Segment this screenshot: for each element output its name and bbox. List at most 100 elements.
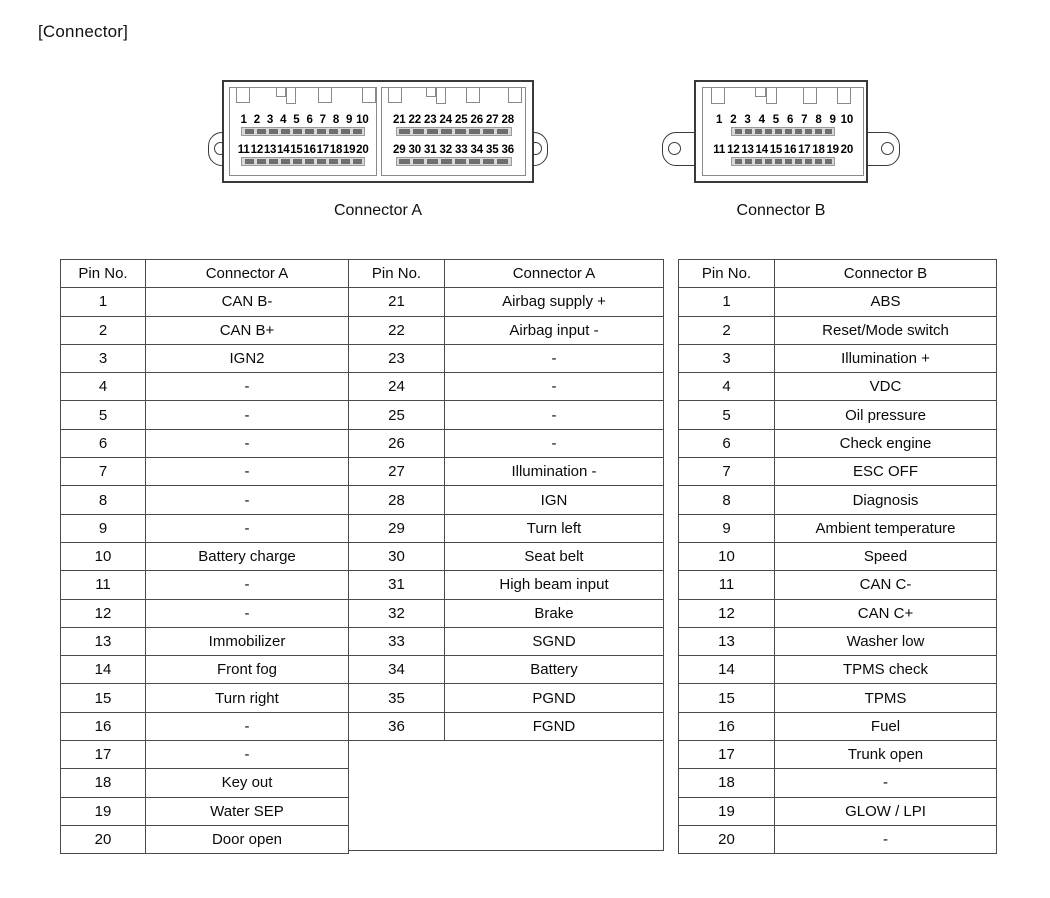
- pin-number: 19: [826, 144, 839, 156]
- cell-pin-no: 25: [348, 400, 445, 430]
- table-row: 17-: [60, 740, 349, 770]
- table-row: 5-: [60, 400, 349, 430]
- table-row: 8-: [60, 485, 349, 515]
- empty-cell: [348, 740, 664, 852]
- cell-signal-name: ABS: [774, 287, 997, 317]
- connector-a-caption: Connector A: [333, 202, 423, 219]
- pin-contact: [814, 129, 822, 134]
- page-title: [Connector]: [38, 22, 129, 41]
- cell-pin-no: 19: [678, 796, 775, 826]
- pin-contact: [268, 129, 278, 134]
- pin-contact: [399, 159, 410, 164]
- pin-contact: [794, 129, 802, 134]
- cell-pin-no: 22: [348, 315, 445, 345]
- cell-pin-no: 6: [678, 428, 775, 459]
- pin-contact-strip: [395, 157, 512, 166]
- pin-number: 34: [470, 144, 484, 156]
- cell-pin-no: 12: [60, 598, 146, 628]
- table-row: 6-: [60, 428, 349, 459]
- cell-signal-name: -: [145, 570, 349, 600]
- pin-number: 3: [266, 114, 274, 126]
- cell-signal-name: Diagnosis: [774, 485, 997, 515]
- pin-number: 14: [277, 144, 290, 156]
- cell-signal-name: -: [145, 485, 349, 515]
- pin-contact: [256, 159, 266, 164]
- pin-contact: [292, 159, 302, 164]
- connector-b-notches: [703, 88, 863, 110]
- cell-signal-name: Brake: [444, 598, 664, 628]
- cell-signal-name: Immobilizer: [145, 626, 349, 657]
- cell-pin-no: 5: [678, 400, 775, 430]
- pin-number: 10: [356, 114, 369, 126]
- cell-signal-name: Battery: [444, 655, 664, 685]
- pin-number: 2: [730, 114, 737, 126]
- pin-contact: [441, 159, 452, 164]
- cell-signal-name: Washer low: [774, 626, 997, 657]
- cell-signal-name: Front fog: [145, 655, 349, 685]
- cell-signal-name: FGND: [444, 711, 664, 742]
- cell-signal-name: Water SEP: [145, 796, 349, 826]
- cell-pin-no: 21: [348, 287, 445, 317]
- pin-contact: [304, 129, 314, 134]
- pin-number: 16: [783, 144, 797, 156]
- cell-pin-no: 4: [678, 372, 775, 402]
- cell-signal-name: Door open: [145, 824, 349, 855]
- cell-signal-name: -: [444, 343, 664, 374]
- pin-contact: [804, 159, 812, 164]
- cell-pin-no: 31: [348, 570, 445, 600]
- cell-pin-no: 16: [60, 711, 146, 742]
- pin-number: 32: [439, 144, 453, 156]
- pin-number: 4: [280, 114, 287, 126]
- cell-signal-name: -: [444, 428, 664, 459]
- cell-pin-no: 20: [60, 824, 146, 855]
- cell-signal-name: -: [444, 372, 664, 402]
- cell-signal-name: SGND: [444, 626, 664, 657]
- table-row: 26-: [348, 428, 664, 459]
- pin-contact-strip: [241, 127, 365, 136]
- pin-contact: [483, 159, 494, 164]
- cell-pin-no: 16: [678, 711, 775, 742]
- column-header-pin-no: Pin No.: [348, 258, 445, 289]
- pin-number: 22: [408, 114, 422, 126]
- pin-contact: [497, 129, 508, 134]
- cell-pin-no: 17: [60, 740, 146, 770]
- pin-number: 16: [303, 144, 316, 156]
- cell-pin-no: 15: [60, 683, 146, 713]
- cell-pin-no: 11: [60, 570, 146, 600]
- cell-signal-name: -: [444, 400, 664, 430]
- cell-pin-no: 10: [60, 541, 146, 572]
- pin-contact: [427, 129, 438, 134]
- pin-contact-strip: [731, 157, 835, 166]
- cell-signal-name: -: [145, 457, 349, 487]
- cell-signal-name: Key out: [145, 768, 349, 798]
- pin-contact: [469, 159, 480, 164]
- pin-contact: [399, 129, 410, 134]
- cell-signal-name: -: [145, 400, 349, 430]
- cell-signal-name: Turn left: [444, 513, 664, 543]
- pin-number: 25: [455, 114, 468, 126]
- pin-contact: [352, 129, 362, 134]
- pin-contact: [469, 129, 480, 134]
